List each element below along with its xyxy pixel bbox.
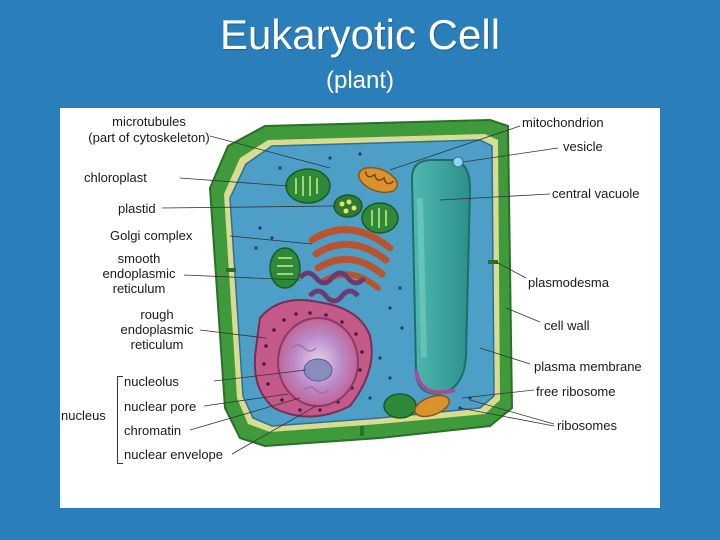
label-plastid: plastid (118, 201, 156, 216)
cell-diagram: microtubules (part of cytoskeleton) chlo… (60, 108, 660, 508)
vesicle (453, 157, 463, 167)
slide-subtitle: (plant) (0, 66, 720, 96)
label-microtubules: microtubules (74, 114, 224, 129)
label-smooth-er-3: reticulum (94, 281, 184, 296)
label-free-ribosome: free ribosome (536, 384, 615, 399)
label-golgi-complex: Golgi complex (110, 228, 192, 243)
chloroplast-3 (270, 248, 300, 288)
label-rough-er-1: rough (112, 307, 202, 322)
label-chloroplast: chloroplast (84, 170, 147, 185)
label-ribosomes: ribosomes (557, 418, 617, 433)
chloroplast-1 (286, 169, 330, 203)
label-plasma-membrane: plasma membrane (534, 359, 642, 374)
label-rough-er-3: reticulum (112, 337, 202, 352)
label-rough-er-2: endoplasmic (112, 322, 202, 337)
label-plasmodesma: plasmodesma (528, 275, 609, 290)
label-central-vacuole: central vacuole (552, 186, 639, 201)
label-nuclear-pore: nuclear pore (124, 399, 196, 414)
label-nuclear-envelope: nuclear envelope (124, 447, 223, 462)
chloroplast-4 (384, 394, 416, 418)
label-nucleolus: nucleolus (124, 374, 179, 389)
label-microtubules-note: (part of cytoskeleton) (74, 130, 224, 145)
label-nucleus: nucleus (61, 408, 106, 423)
label-vesicle: vesicle (563, 139, 603, 154)
plastid (334, 195, 362, 217)
label-mitochondrion: mitochondrion (522, 115, 604, 130)
slide-title: Eukaryotic Cell (0, 10, 720, 60)
label-cell-wall: cell wall (544, 318, 590, 333)
label-chromatin: chromatin (124, 423, 181, 438)
nucleolus (304, 359, 332, 381)
nucleus-bracket (117, 376, 123, 464)
label-smooth-er-2: endoplasmic (94, 266, 184, 281)
label-smooth-er-1: smooth (94, 251, 184, 266)
